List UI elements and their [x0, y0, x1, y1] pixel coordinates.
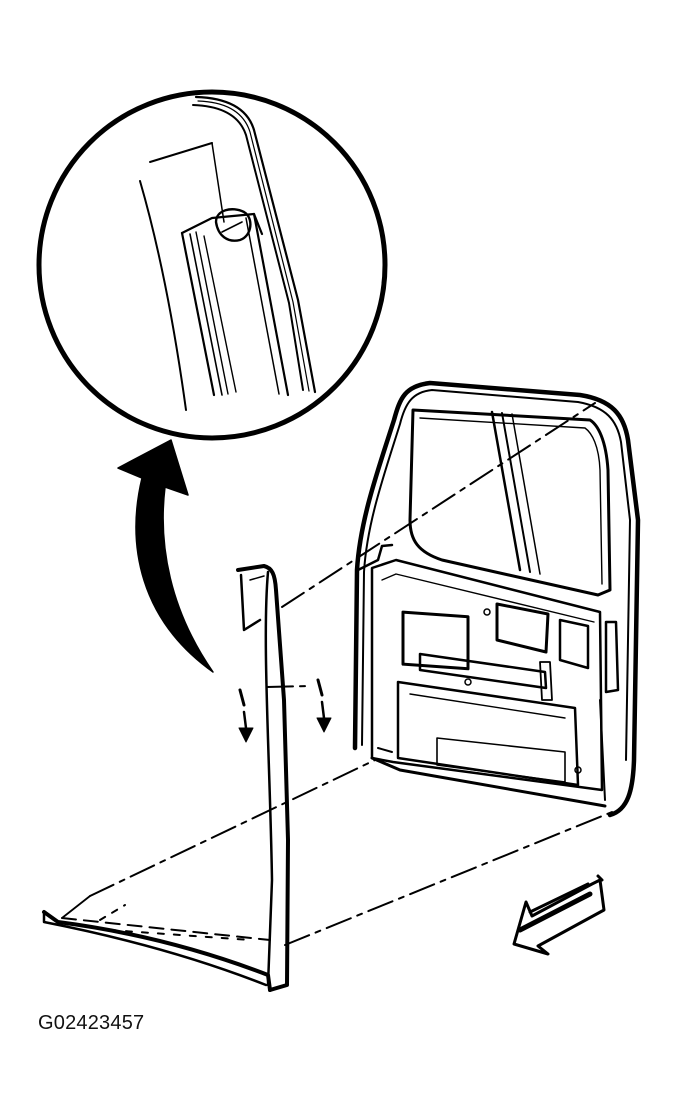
- door-trim-panel: [42, 564, 290, 992]
- alignment-lines: [61, 402, 613, 946]
- retainer-clip-right: [316, 678, 332, 733]
- front-direction-arrow: [512, 874, 606, 956]
- retainer-clip-left: [238, 688, 254, 743]
- circle-detail-view: [36, 89, 388, 441]
- rear-door-assembly: [352, 380, 641, 818]
- curved-callout-arrow: [117, 439, 214, 673]
- figure-id-label: G02423457: [38, 1012, 145, 1034]
